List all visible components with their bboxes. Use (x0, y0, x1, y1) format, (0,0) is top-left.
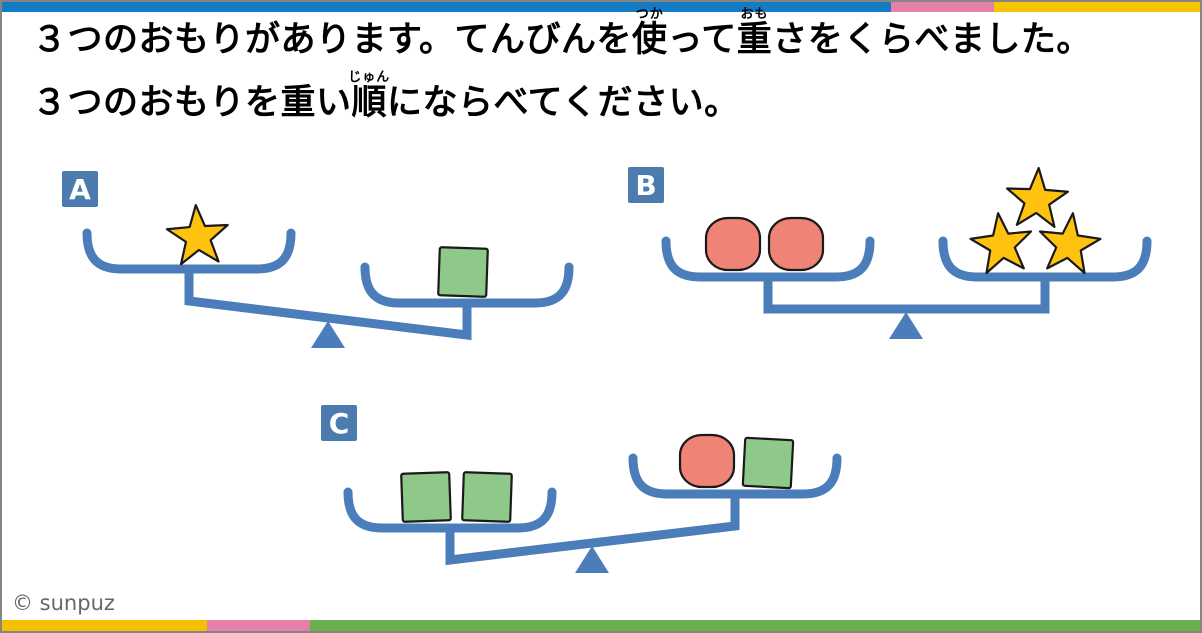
fulcrum (311, 321, 345, 348)
beam (184, 269, 472, 341)
scale-b-badge: B (628, 167, 664, 203)
bottom-color-bar-green-segment (310, 620, 1200, 631)
star-weight-icon (969, 212, 1033, 275)
copyright: © sunpuz (12, 591, 115, 615)
square-weight-icon (741, 436, 795, 490)
square-weight-icon (400, 471, 452, 523)
top-color-bar-blue-segment (2, 2, 891, 12)
star-weight-icon (165, 203, 229, 266)
beam (763, 277, 1050, 314)
top-color-bar-yellow-segment (994, 2, 1200, 12)
top-color-bar-pink-segment (891, 2, 994, 12)
square-weight-icon (437, 246, 489, 298)
circle-weight-icon (767, 216, 825, 272)
beam (445, 494, 740, 566)
right-pan (938, 236, 1152, 282)
bottom-color-bar-yellow-segment (2, 620, 207, 631)
fulcrum (575, 546, 609, 574)
left-pan (82, 228, 296, 274)
scale-a-badge: A (62, 171, 98, 207)
circle-weight-icon (704, 216, 762, 272)
right-pan (628, 453, 842, 499)
square-weight-icon (461, 471, 513, 523)
problem-line-2: ３つのおもりを重い順じゅんにならべてください。 (32, 70, 740, 123)
scale-b (661, 166, 1152, 339)
right-pan (360, 262, 574, 308)
left-pan (661, 236, 875, 282)
fulcrum (889, 312, 923, 339)
scale-c-badge: C (321, 405, 357, 441)
problem-text: ３つのおもりがあります。てんびんを使つかって重おもさをくらべました。 ３つのおも… (32, 7, 1092, 133)
bottom-color-bar (2, 620, 1200, 631)
scale-a (82, 203, 574, 348)
top-color-bar (2, 2, 1200, 12)
left-pan (343, 487, 557, 533)
star-weight-icon (1038, 212, 1102, 275)
problem-line-1: ３つのおもりがあります。てんびんを使つかって重おもさをくらべました。 (32, 7, 1092, 60)
scale-c (343, 433, 842, 574)
star-weight-icon (1006, 166, 1070, 228)
bottom-color-bar-pink-segment (207, 620, 310, 631)
circle-weight-icon (678, 433, 736, 489)
